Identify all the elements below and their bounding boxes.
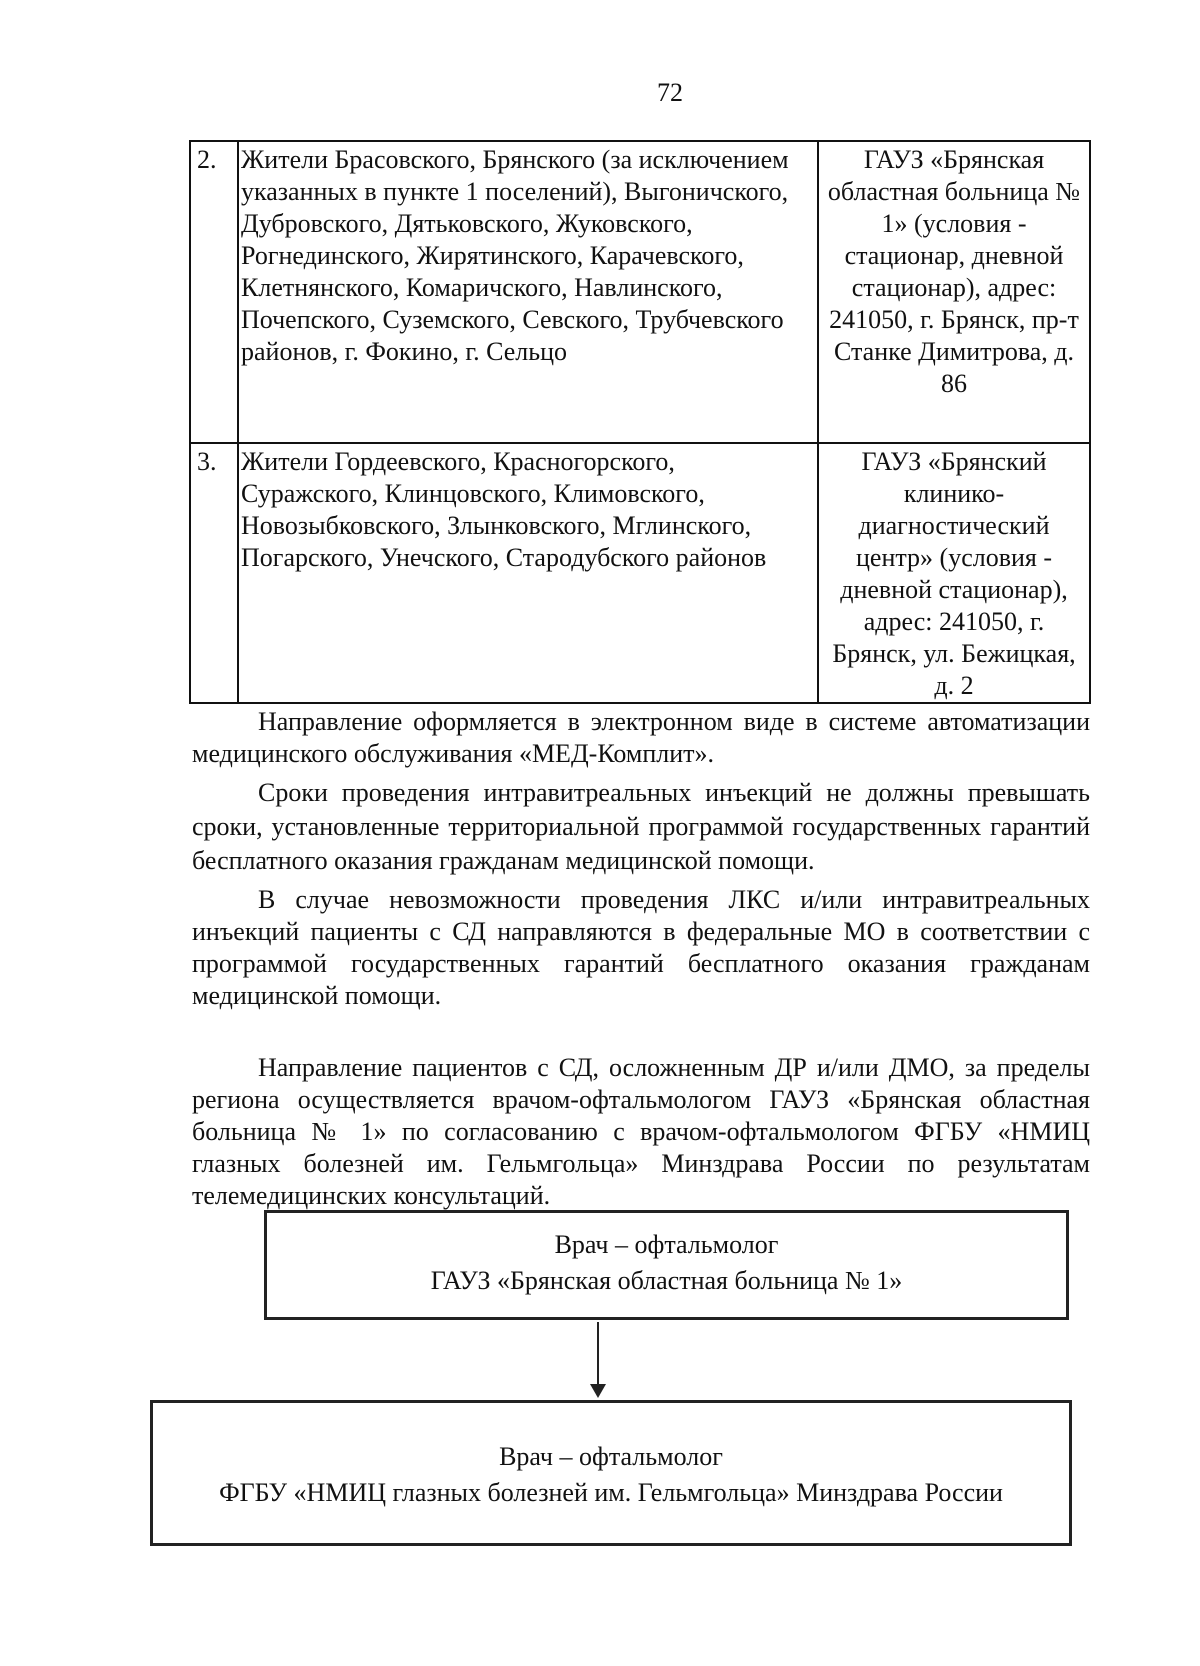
paragraph-federal-referral: В случае невозможности проведения ЛКС и/…	[192, 885, 1090, 1010]
page-number: 72	[657, 78, 683, 107]
body-text: Направление оформляется в электронном ви…	[192, 706, 1090, 1212]
institution-cell: ГАУЗ «Брянская областная больница № 1» (…	[817, 140, 1091, 444]
flow-arrow-line	[597, 1322, 599, 1390]
flowchart-box-federal: Врач – офтальмолог ФГБУ «НМИЦ глазных бо…	[150, 1400, 1072, 1546]
box-role: Врач – офтальмолог	[554, 1230, 779, 1259]
table-row: 3. Жители Гордеевского, Красногорского, …	[189, 442, 1091, 704]
residents-cell: Жители Гордеевского, Красногорского, Сур…	[237, 442, 819, 704]
box-role: Врач – офтальмолог	[499, 1442, 723, 1471]
institution-cell: ГАУЗ «Брянский клинико-диагностический ц…	[817, 442, 1091, 704]
paragraph-referral-format: Направление оформляется в электронном ви…	[192, 707, 1090, 768]
box-institution: ГАУЗ «Брянская областная больница № 1»	[430, 1266, 903, 1295]
residents-cell: Жители Брасовского, Брянского (за исключ…	[237, 140, 819, 444]
box-institution: ФГБУ «НМИЦ глазных болезней им. Гельмгол…	[219, 1478, 1003, 1507]
routing-table: 2. Жители Брасовского, Брянского (за иск…	[189, 140, 1091, 704]
table-row: 2. Жители Брасовского, Брянского (за иск…	[189, 140, 1091, 444]
row-number: 3.	[189, 442, 239, 704]
flowchart-box-regional: Врач – офтальмолог ГАУЗ «Брянская област…	[264, 1210, 1069, 1320]
row-number: 2.	[189, 140, 239, 444]
paragraph-injection-terms: Сроки проведения интравитреальных инъекц…	[192, 778, 1090, 875]
arrow-down-icon	[590, 1384, 606, 1398]
paragraph-out-of-region: Направление пациентов с СД, осложненным …	[192, 1053, 1090, 1210]
